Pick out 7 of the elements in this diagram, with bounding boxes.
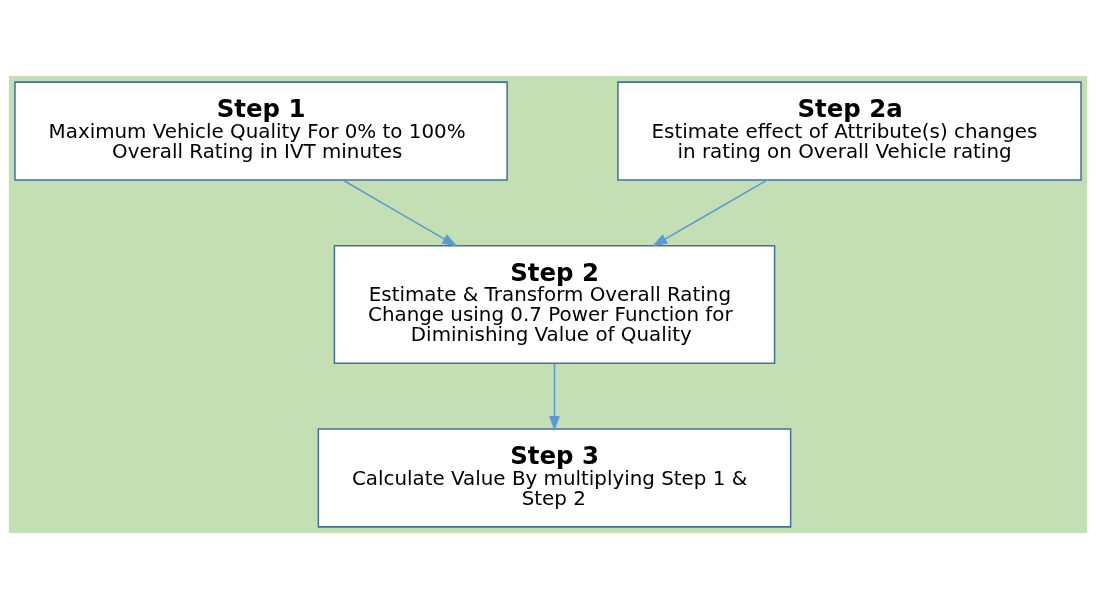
arrow [549,362,560,431]
node-box: Step 2 Estimate & Transform Overall Rating Change using 0.7 Power Function for Diminishing Value of Quality [333,244,776,364]
node-box: Step 1 Maximum Vehicle Quality For 0% to 100% Overall Rating in IVT minutes [14,80,508,181]
arrow [342,178,458,247]
node-box: Step 2a Estimate effect of Attribute(s) changes in rating on Overall Vehicle rating [617,80,1082,181]
arrow [652,178,769,247]
node-box: Step 3 Calculate Value By multiplying Step 1 & Step 2 [317,427,792,528]
